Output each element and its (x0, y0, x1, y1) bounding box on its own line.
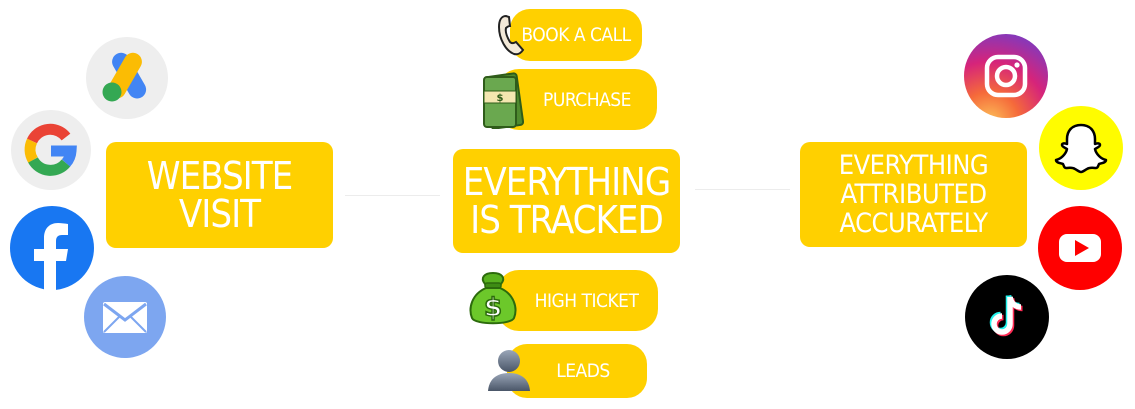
cash-icon: $ (483, 72, 524, 129)
facebook-icon (10, 206, 94, 290)
high-ticket-label: HIGH TICKET (534, 289, 639, 312)
website-visit-line1: WEBSITE (146, 154, 293, 198)
email-icon (84, 276, 166, 358)
everything-tracked-box: EVERYTHING IS TRACKED (453, 149, 680, 253)
tiktok-icon (965, 275, 1049, 359)
leads-pill: LEADS (507, 344, 647, 398)
book-a-call-pill: BOOK A CALL (510, 9, 642, 61)
instagram-icon (964, 34, 1048, 118)
youtube-icon (1038, 206, 1122, 290)
everything-tracked-line1: EVERYTHING (462, 160, 671, 204)
attributed-line1: EVERYTHING (838, 150, 989, 181)
website-visit-box: WEBSITE VISIT (106, 142, 333, 248)
money-bag-icon: $ (469, 271, 517, 325)
user-icon (488, 350, 530, 391)
attributed-line3: ACCURATELY (839, 208, 988, 239)
leads-label: LEADS (556, 360, 610, 382)
high-ticket-pill: HIGH TICKET (497, 270, 658, 331)
svg-text:$: $ (497, 93, 504, 104)
google-icon (11, 110, 91, 190)
connector-left (345, 195, 440, 196)
everything-attributed-box: EVERYTHING ATTRIBUTED ACCURATELY (800, 142, 1027, 247)
book-a-call-label: BOOK A CALL (521, 24, 631, 46)
connector-right (695, 189, 790, 190)
purchase-label: PURCHASE (543, 88, 631, 111)
phone-icon (497, 14, 525, 56)
google-ads-icon (86, 37, 168, 119)
snapchat-icon (1039, 106, 1123, 190)
everything-tracked-line2: IS TRACKED (470, 198, 664, 242)
website-visit-line2: VISIT (178, 192, 261, 236)
attributed-line2: ATTRIBUTED (840, 179, 987, 210)
svg-text:$: $ (484, 293, 502, 323)
